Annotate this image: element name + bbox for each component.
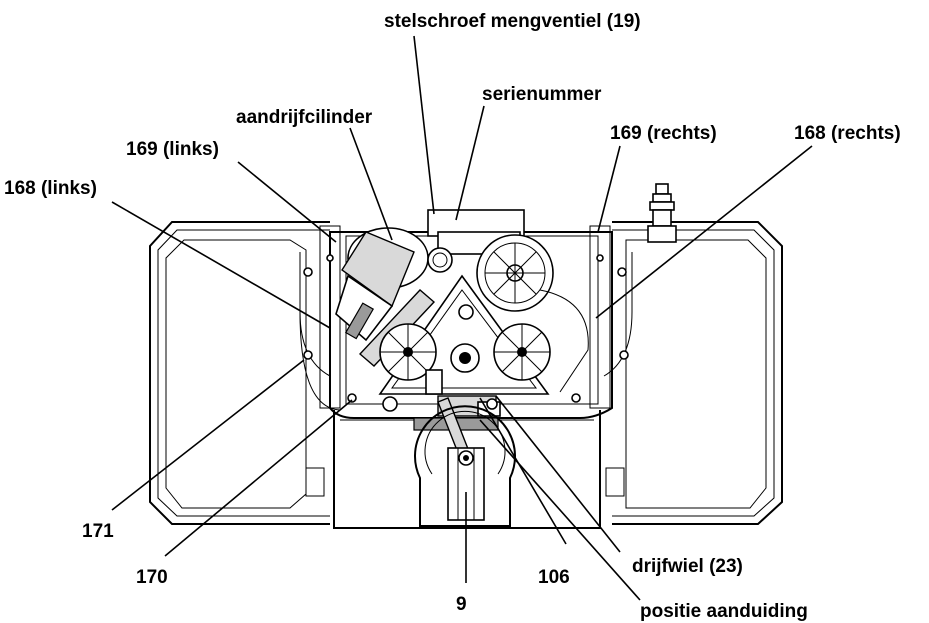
label-106: 106 (538, 567, 570, 588)
label-168-rechts: 168 (rechts) (794, 123, 901, 144)
wheel-right (493, 323, 551, 381)
label-stelschroef: stelschroef mengventiel (19) (384, 11, 641, 32)
label-169-links: 169 (links) (126, 139, 219, 160)
labels: stelschroef mengventiel (19) serienummer… (4, 11, 901, 622)
label-170: 170 (136, 567, 168, 588)
label-serienummer: serienummer (482, 84, 602, 105)
label-171: 171 (82, 521, 114, 542)
label-9: 9 (456, 594, 467, 615)
label-168-links: 168 (links) (4, 178, 97, 199)
position-indicator (413, 369, 501, 459)
wheel-left (379, 323, 437, 381)
label-drijfwiel: drijfwiel (23) (632, 556, 743, 577)
label-positie-aanduiding: positie aanduiding (640, 601, 808, 622)
hose-fitting (647, 183, 677, 243)
bolt-markers (303, 254, 629, 412)
right-frame (603, 221, 783, 525)
bottom-nozzle (414, 405, 516, 527)
label-169-rechts: 169 (rechts) (610, 123, 717, 144)
reel-wheel (476, 234, 589, 393)
leader-lines (111, 35, 813, 601)
left-frame (149, 221, 341, 525)
label-aandrijfcilinder: aandrijfcilinder (236, 107, 373, 128)
